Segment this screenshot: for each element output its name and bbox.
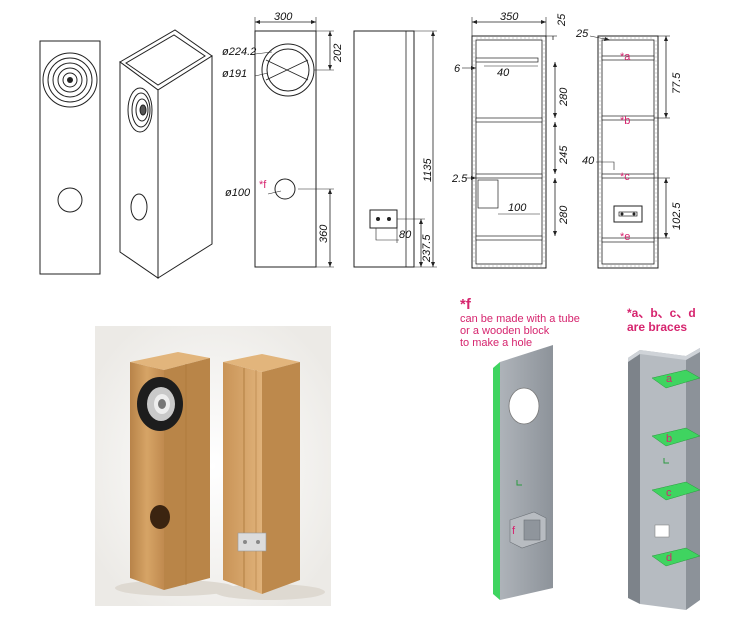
brace-label-a: *a: [620, 51, 631, 63]
dim-driver-outer: ø224.2: [222, 46, 256, 58]
model-port-label: f: [512, 525, 516, 537]
dim-brace1-width: 40: [497, 67, 510, 79]
dim-total-height: 1135: [422, 157, 434, 182]
note-f-line-1: can be made with a tube: [460, 313, 580, 325]
dim-thickness-side: 25: [575, 28, 589, 40]
iso-driver: [127, 87, 153, 133]
rear-speaker-render: [223, 354, 300, 594]
render-driver: [137, 377, 183, 431]
brace-label-c: *c: [620, 171, 630, 183]
front-speaker-render: [130, 352, 210, 590]
section-front-drawing: 350 25 6 40 280 245 280 2.5 100: [451, 11, 570, 269]
brace-label-b: *b: [620, 115, 630, 127]
baffle-3d-model: f: [493, 345, 553, 600]
driver-drawing: [42, 52, 98, 108]
dim-brace-depth: 100: [508, 202, 527, 214]
front-panel-drawing: 300 ø224.2 ø191 202 ø100 *f 360: [222, 11, 344, 268]
side-view-drawing: 1135 80 237.5: [353, 30, 437, 268]
note-f-title: *f: [460, 296, 471, 313]
speaker-render-photo: [95, 326, 331, 606]
model-brace-a: a: [666, 373, 673, 385]
dim-terminal-width: 80: [399, 229, 412, 241]
front-elevation: [39, 40, 101, 275]
model-brace-b: b: [666, 433, 672, 445]
dim-driver-inner: ø191: [222, 68, 247, 80]
dim-gap: 2.5: [451, 173, 468, 185]
section-side-drawing: *a *b *c *e 25 77.5 40 102.5: [575, 28, 683, 269]
port-mark-f: *f: [259, 179, 267, 191]
dim-top-offset: 202: [332, 44, 344, 63]
dim-port-diameter: ø100: [225, 187, 251, 199]
model-brace-c: c: [666, 487, 672, 499]
dim-top-gap: 77.5: [671, 72, 683, 94]
model-brace-d: d: [666, 552, 672, 564]
dim-brace-width-side: 40: [582, 155, 595, 167]
dim-depth-350: 350: [500, 11, 519, 23]
note-f: *f can be made with a tube or a wooden b…: [460, 296, 580, 350]
brace-label-e: *e: [620, 231, 630, 243]
dim-thickness-front: 25: [556, 13, 568, 27]
note-braces: *a、b、c、d are braces: [627, 306, 696, 334]
note-f-line-3: to make a hole: [460, 337, 533, 349]
isometric-drawing: [119, 29, 213, 279]
render-port: [150, 505, 170, 529]
dim-chamber2: 245: [558, 145, 570, 165]
dim-chamber1: 280: [558, 87, 570, 107]
dim-bottom-gap: 102.5: [671, 202, 683, 230]
dim-left-offset: 6: [454, 63, 461, 75]
dim-chamber3: 280: [558, 205, 570, 225]
port-hole: [57, 187, 83, 213]
render-terminal-plate: [237, 532, 267, 552]
iso-port: [130, 193, 148, 221]
braces-3d-model: a b c d: [628, 348, 701, 610]
note-braces-subtitle: are braces: [627, 320, 688, 334]
note-f-line-2: or a wooden block: [460, 325, 550, 337]
dim-terminal-height: 237.5: [421, 234, 433, 263]
dim-width-300: 300: [274, 11, 293, 23]
dim-port-height: 360: [318, 224, 330, 243]
note-braces-title: *a、b、c、d: [627, 306, 696, 320]
